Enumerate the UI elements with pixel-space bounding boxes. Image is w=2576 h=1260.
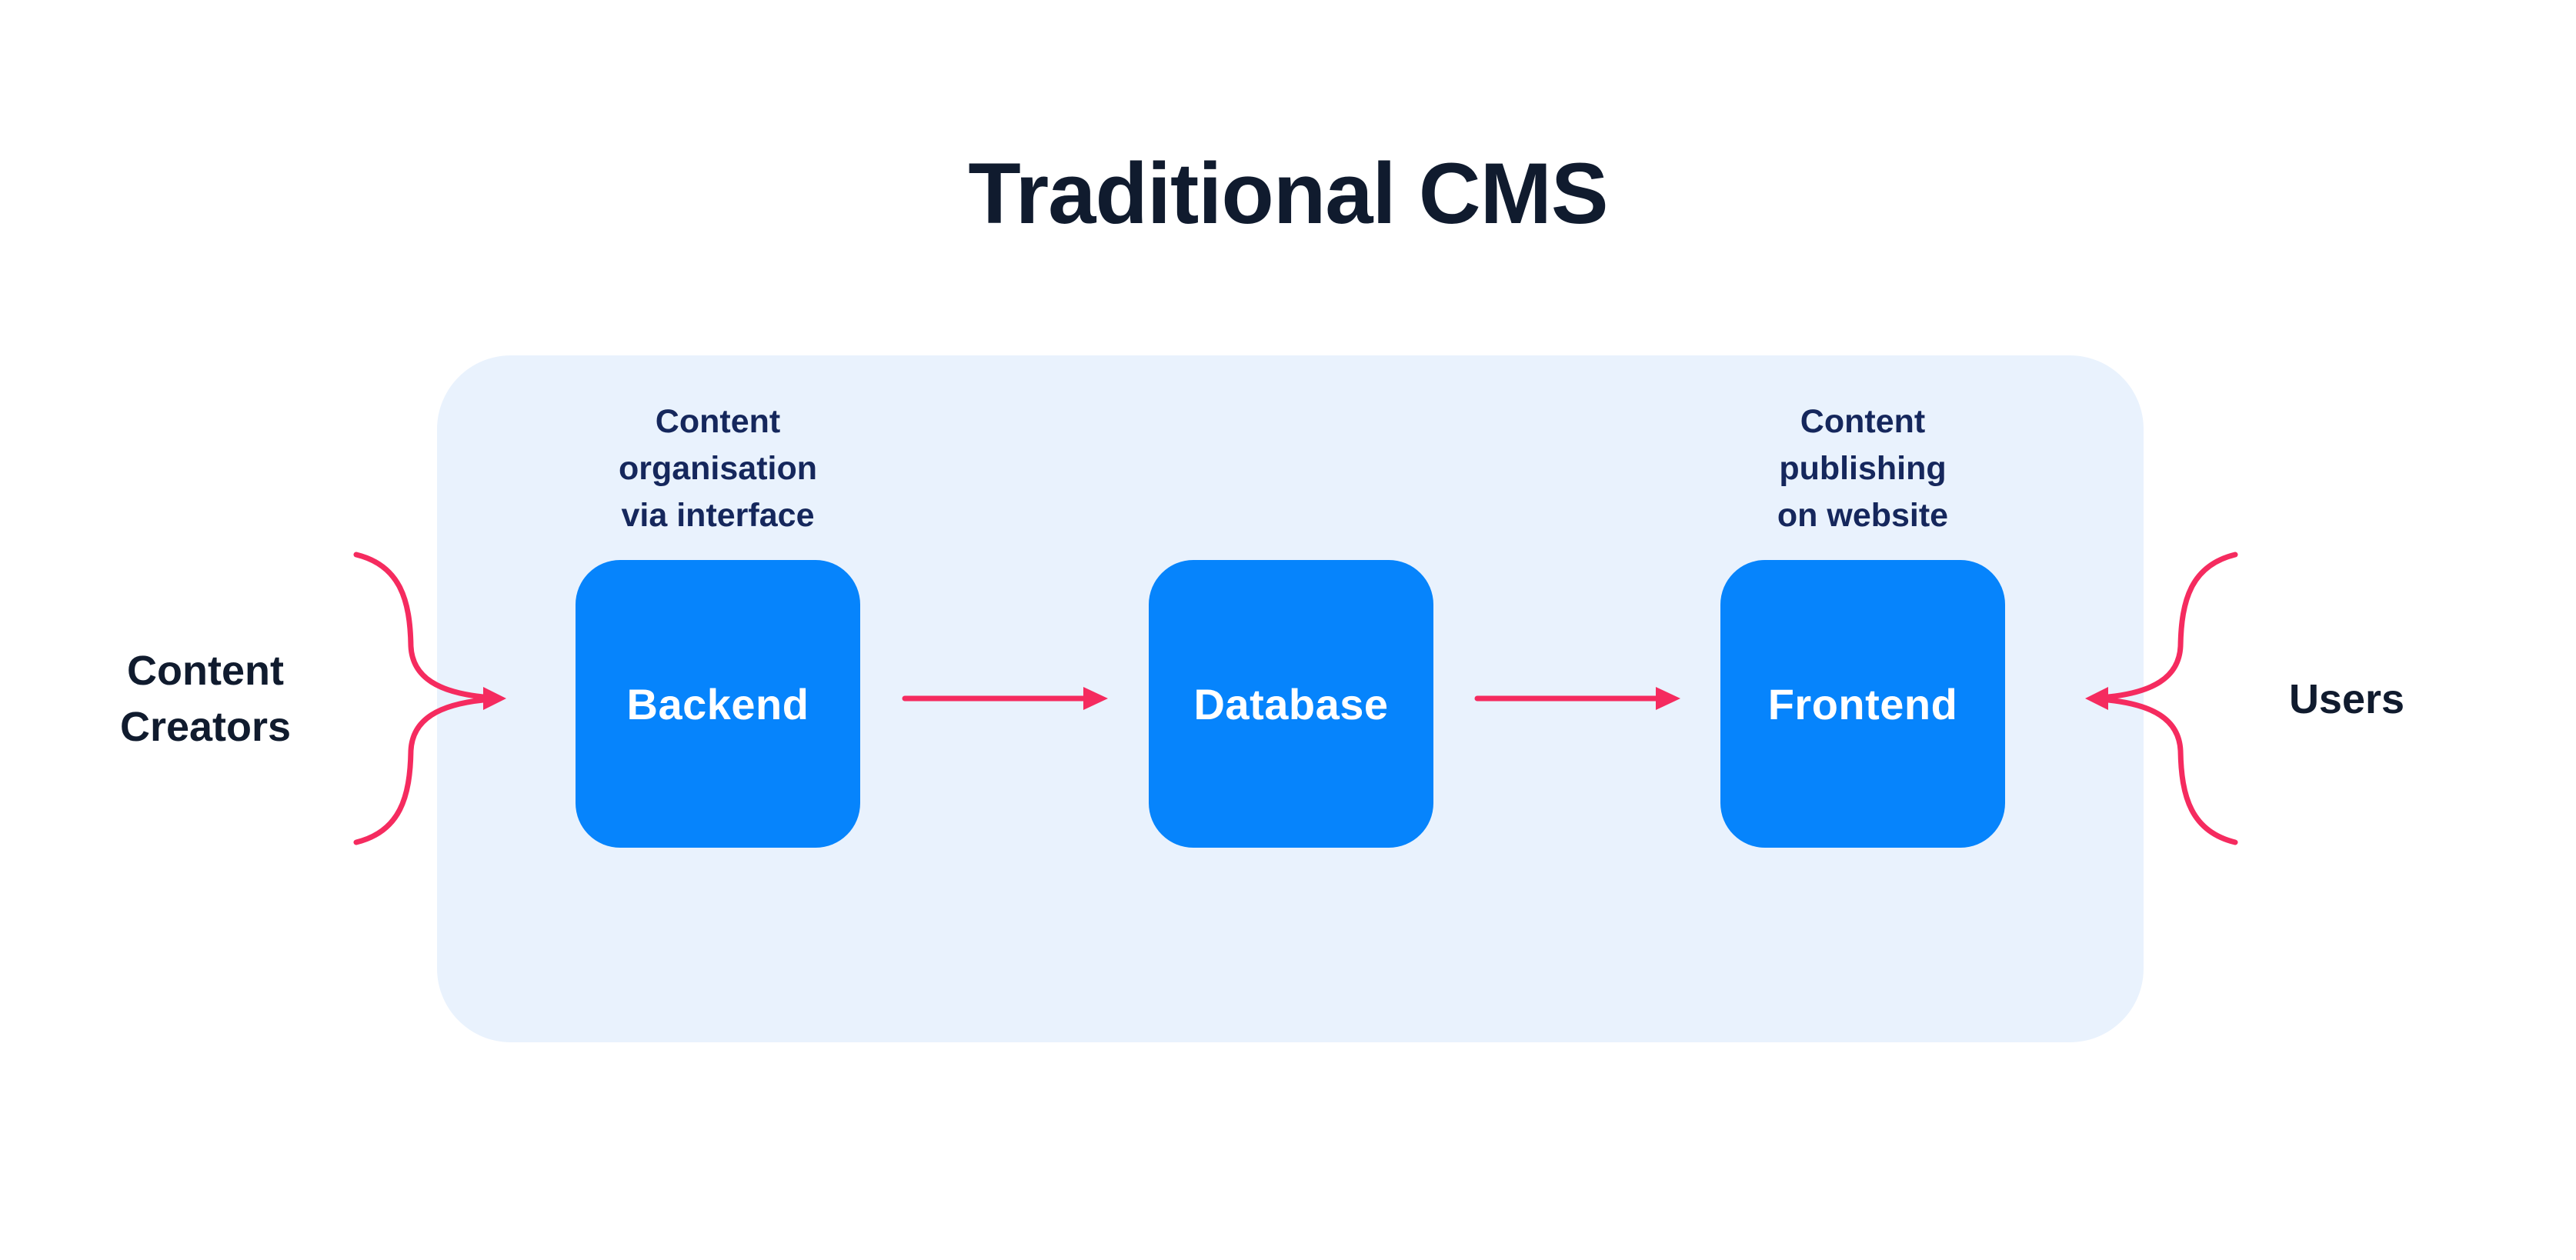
frontend-note: Content publishing on website (1777, 403, 1949, 534)
database-node-label: Database (1193, 679, 1389, 728)
frontend-node: Frontend (1720, 560, 2005, 848)
backend-note: Content organisation via interface (618, 403, 818, 534)
backend-node-label: Backend (626, 679, 809, 728)
backend-node: Backend (576, 560, 860, 848)
diagram-title: Traditional CMS (968, 145, 1608, 242)
frontend-node-label: Frontend (1767, 679, 1958, 728)
database-node: Database (1149, 560, 1433, 848)
content-creators-label: Content Creators (119, 648, 292, 750)
users-label: Users (2288, 676, 2405, 722)
